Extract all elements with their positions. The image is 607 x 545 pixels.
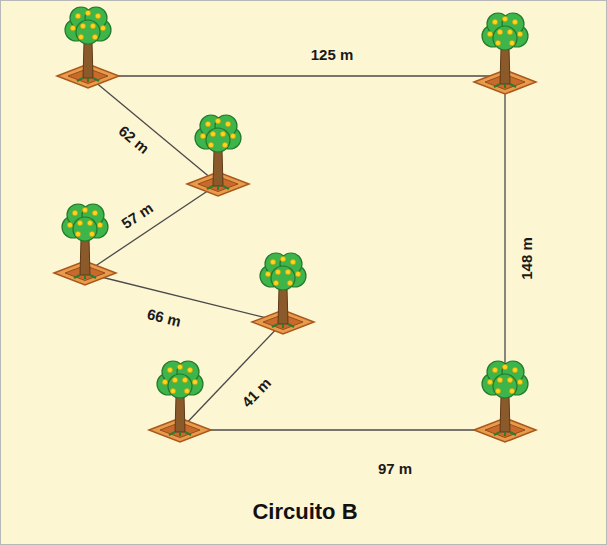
distance-label: 97 m [378,461,412,476]
distance-label: 148 m [518,237,533,280]
distance-label: 66 m [146,306,183,329]
trees [54,7,536,442]
distance-label: 125 m [311,47,354,62]
circuit-caption: Circuito B [252,501,357,523]
path-lines [85,76,505,430]
distance-label: 57 m [119,199,156,231]
distance-label: 62 m [116,122,152,155]
distance-label: 41 m [239,374,274,409]
